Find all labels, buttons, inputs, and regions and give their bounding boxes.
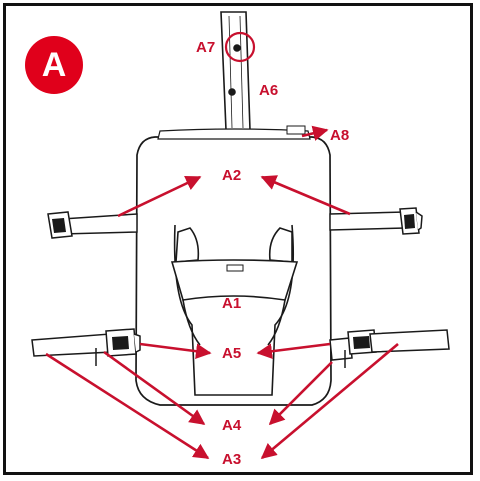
- waist-belt-right: [329, 329, 450, 368]
- arrow-a2-right: [260, 175, 351, 216]
- side-strap-left: [47, 211, 138, 239]
- arrow-a4-right: [268, 361, 333, 426]
- label-a1: A1: [222, 295, 242, 312]
- a7-highlight-circle: [224, 31, 256, 63]
- label-a5: A5: [222, 345, 242, 362]
- waist-belt-left: [31, 328, 141, 366]
- arrow-a3-left: [45, 352, 210, 460]
- shoulder-strap-top: [220, 11, 251, 131]
- label-a7: A7: [196, 39, 216, 56]
- section-badge: A: [25, 36, 83, 94]
- arrow-a5-left: [139, 342, 212, 359]
- side-strap-right: [329, 207, 423, 235]
- label-a8: A8: [330, 127, 350, 144]
- label-a3: A3: [222, 451, 242, 468]
- arrow-a5-right: [256, 342, 331, 359]
- arrow-a2-left: [117, 175, 202, 218]
- label-a6: A6: [259, 82, 279, 99]
- arrow-a4-left: [103, 350, 206, 426]
- label-a2: A2: [222, 167, 242, 184]
- pointer-arrows: [45, 125, 399, 460]
- arrow-a3-right: [260, 343, 399, 460]
- label-a4: A4: [222, 417, 242, 434]
- arrow-a8: [301, 125, 329, 141]
